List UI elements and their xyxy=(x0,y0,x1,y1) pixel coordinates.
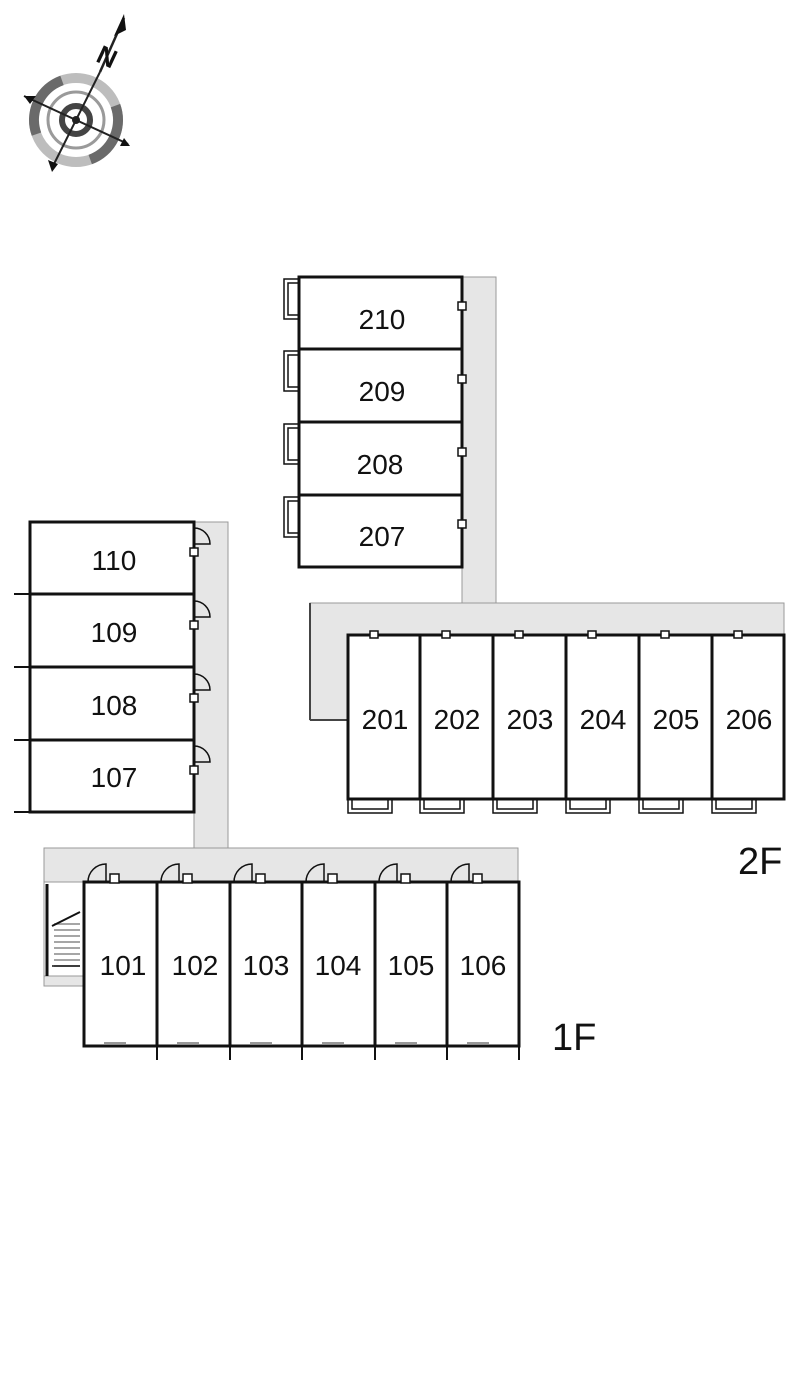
compass-rose-icon: N xyxy=(23,14,130,172)
unit-106: 106 xyxy=(460,950,507,981)
floor-label-2f: 2F xyxy=(738,841,782,883)
floor-label-1f: 1F xyxy=(552,1017,596,1059)
unit-204: 204 xyxy=(580,704,627,735)
unit-108: 108 xyxy=(91,690,138,721)
unit-107: 107 xyxy=(91,762,138,793)
unit-207: 207 xyxy=(359,521,406,552)
unit-101: 101 xyxy=(100,950,147,981)
unit-103: 103 xyxy=(243,950,290,981)
stair-icon xyxy=(43,881,87,977)
floor-2f: 201 202 203 204 205 206 207 208 209 210 … xyxy=(283,275,786,883)
unit-205: 205 xyxy=(653,704,700,735)
unit-102: 102 xyxy=(172,950,219,981)
unit-203: 203 xyxy=(507,704,554,735)
unit-206: 206 xyxy=(726,704,773,735)
unit-104: 104 xyxy=(315,950,362,981)
unit-201: 201 xyxy=(362,704,409,735)
unit-210: 210 xyxy=(359,304,406,335)
unit-110: 110 xyxy=(92,545,137,576)
unit-209: 209 xyxy=(359,376,406,407)
unit-208: 208 xyxy=(357,449,404,480)
unit-105: 105 xyxy=(388,950,435,981)
compass-north-label: N xyxy=(92,39,122,74)
unit-202: 202 xyxy=(434,704,481,735)
unit-109: 109 xyxy=(91,617,138,648)
floor-1f: 101 102 103 104 105 106 107 108 109 110 … xyxy=(14,520,596,1060)
